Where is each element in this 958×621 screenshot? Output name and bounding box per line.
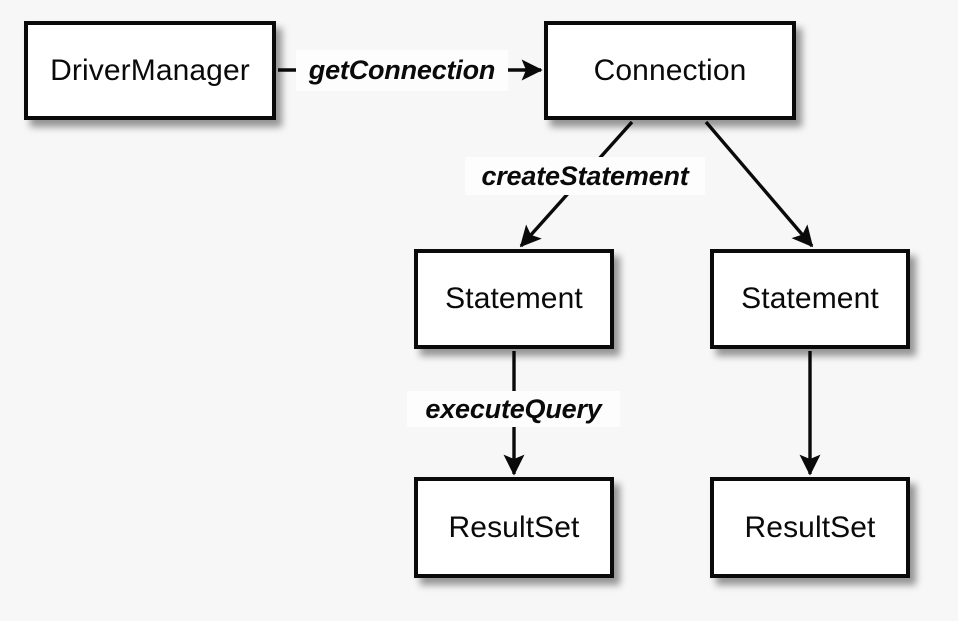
node-label: ResultSet (448, 510, 580, 544)
edge-label-text: createStatement (481, 160, 689, 191)
edge-label-execute-query: executeQuery (407, 391, 620, 427)
node-label: Connection (593, 53, 747, 87)
node-resultset-right: ResultSet (710, 477, 910, 578)
edge-label-text: getConnection (308, 55, 496, 85)
node-label: ResultSet (744, 510, 876, 544)
node-resultset-left: ResultSet (414, 477, 614, 578)
edge-label-create-statement: createStatement (465, 157, 705, 195)
node-label: Statement (445, 282, 583, 315)
node-drivermanager: DriverManager (24, 21, 276, 120)
node-label: DriverManager (50, 53, 250, 87)
node-statement-left: Statement (414, 249, 614, 349)
node-label: Statement (741, 282, 879, 315)
edge-label-text: executeQuery (425, 393, 602, 424)
node-statement-right: Statement (710, 249, 910, 349)
edge-label-get-connection: getConnection (296, 50, 508, 91)
edge-connection-to-statement-right (704, 120, 814, 248)
node-connection: Connection (544, 21, 796, 120)
